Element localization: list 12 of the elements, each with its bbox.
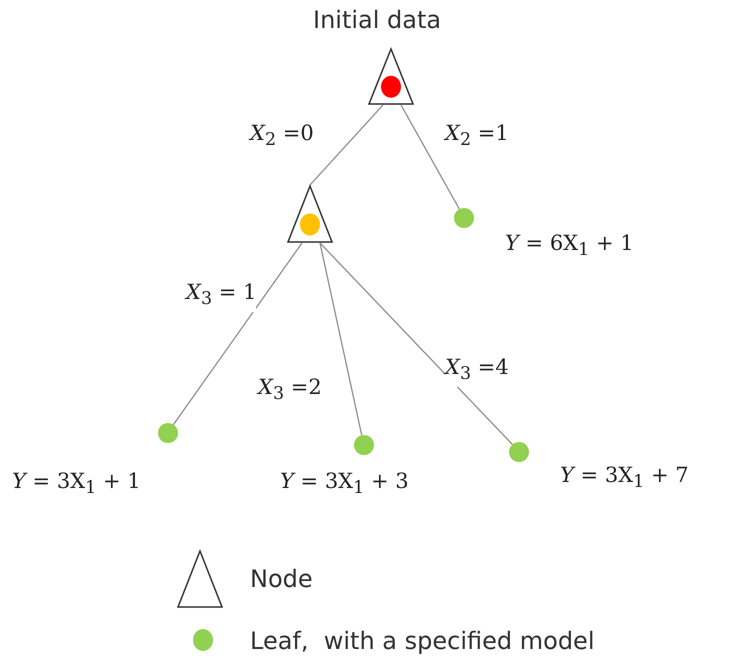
branch-line <box>319 242 362 436</box>
leaf-formula: Y = 3X$_{1}$ + 3 <box>280 468 409 500</box>
legend-label: Leaf, with a specified model <box>250 627 594 655</box>
legend-label: Node <box>250 565 313 593</box>
branch-line <box>310 104 384 186</box>
leaf-formula: Y = 3X$_{1}$ + 1 <box>12 468 141 500</box>
branch-line <box>320 242 513 445</box>
node-label: Initial data <box>313 6 442 34</box>
branch-line <box>172 242 302 425</box>
leaf-formula: Y = 6X$_{1}$ + 1 <box>505 230 634 262</box>
leaf-formula: Y = 3X$_{1}$ + 7 <box>560 462 689 494</box>
branch-line <box>400 104 460 210</box>
